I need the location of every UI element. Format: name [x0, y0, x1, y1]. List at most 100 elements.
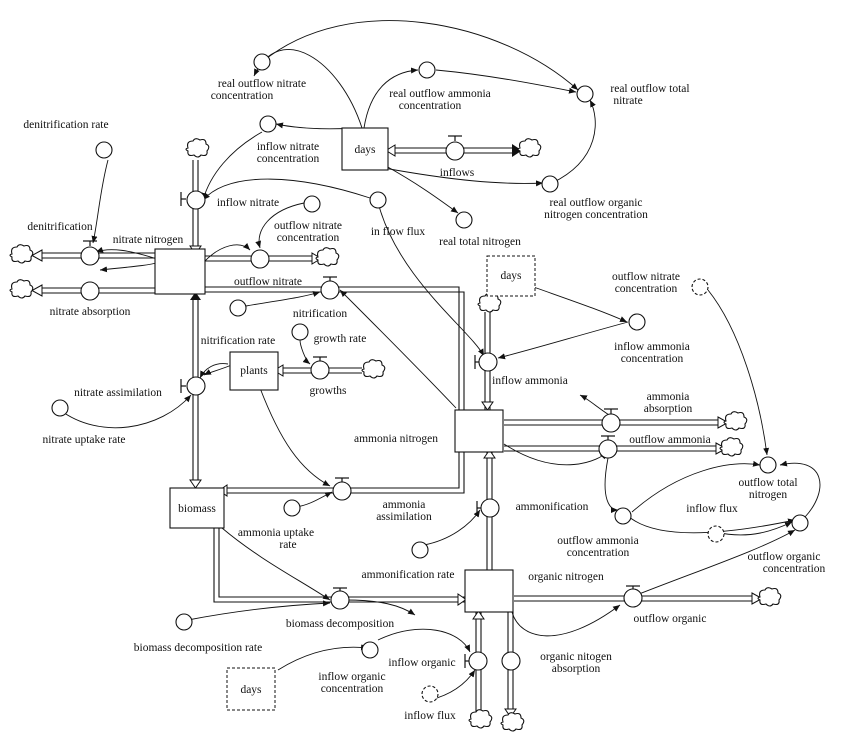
valve-ammonia-assimilation[interactable] [332, 477, 352, 501]
label-in-flow-flux: in flow flux [371, 226, 426, 238]
valve-nitrate-assimilation[interactable] [180, 376, 206, 396]
aux-nitrification-rate[interactable] [229, 299, 247, 317]
label-growth-rate: growth rate [314, 333, 367, 345]
label-ammonification: ammonification [516, 501, 589, 513]
label-nitrification: nitrification [293, 308, 348, 320]
aux-outflow-ammonia-concentration[interactable] [614, 507, 632, 525]
label-nitrate-absorption: nitrate absorption [50, 306, 131, 318]
aux-inflow-flux-ghost-2[interactable] [421, 685, 439, 703]
stock-nitrate-nitrogen[interactable] [154, 248, 206, 295]
information-connectors [59, 20, 821, 701]
cloud-icon [500, 712, 525, 732]
cloud-icon [723, 411, 748, 431]
aux-outflow-organic-concentration[interactable] [791, 514, 809, 532]
valve-inflow-nitrate[interactable] [180, 190, 206, 210]
cloud-icon [9, 279, 34, 299]
label-inflow-ammonia: inflow ammonia [492, 375, 568, 387]
pipe-nitrification [204, 286, 465, 410]
valve-growths[interactable] [310, 356, 330, 380]
valve-outflow-organic[interactable] [623, 585, 643, 608]
cloud-icon [517, 138, 542, 158]
aux-real-outflow-nitrate-concentration[interactable] [253, 53, 271, 71]
aux-denitrification-rate[interactable] [95, 141, 113, 159]
label-nitrate-uptake-rate: nitrate uptake rate [42, 434, 125, 446]
label-outflow-ammonia: outflow ammonia [629, 434, 710, 446]
pipe-biomass-decomposition [213, 528, 465, 603]
aux-real-outflow-total-nitrate[interactable] [576, 85, 594, 103]
aux-inflow-flux-ghost[interactable] [707, 525, 725, 543]
stock-days[interactable]: days [341, 127, 389, 171]
valve-inflows[interactable] [445, 135, 465, 161]
aux-growth-rate[interactable] [291, 323, 309, 341]
stocks: days plants biomass days days [154, 127, 536, 711]
valve-nitrate-absorption[interactable] [80, 281, 100, 301]
aux-ammonification-rate[interactable] [411, 541, 429, 559]
shadow-days-label: days [500, 270, 522, 282]
aux-inflow-nitrate-concentration[interactable] [259, 115, 277, 133]
aux-real-total-nitrogen[interactable] [455, 211, 473, 229]
aux-inflow-ammonia-concentration[interactable] [628, 313, 646, 331]
label-ammonia-nitrogen: ammonia nitrogen [354, 433, 438, 445]
stock-biomass[interactable]: biomass [169, 487, 225, 529]
aux-inflow-organic-concentration[interactable] [361, 641, 379, 659]
valve-inflow-ammonia[interactable] [474, 352, 498, 372]
valve-ammonia-absorption[interactable] [601, 408, 621, 433]
aux-outflow-nitrate-concentration-ghost[interactable] [691, 278, 709, 296]
aux-nitrate-uptake-rate[interactable] [51, 399, 69, 417]
valve-denitrification[interactable] [80, 240, 100, 266]
shadow-days-3[interactable]: days [226, 667, 276, 711]
stock-plants-label: plants [240, 365, 268, 377]
cloud-icon [719, 437, 744, 457]
pipe-ammonia-assimilation [224, 450, 465, 494]
cloud-icon [477, 293, 502, 313]
label-growths: growths [309, 385, 347, 397]
cloud-icon [361, 359, 386, 379]
stock-plants[interactable]: plants [229, 351, 279, 391]
shadow-days-2[interactable]: days [486, 255, 536, 297]
cloud-icon [185, 138, 210, 158]
valve-biomass-decomposition[interactable] [330, 587, 350, 610]
label-nitrate-assimilation: nitrate assimilation [74, 387, 162, 399]
valve-organic-nitogen-absorption[interactable] [501, 651, 521, 671]
aux-ammonia-uptake-rate[interactable] [283, 499, 301, 517]
label-outflow-organic: outflow organic [634, 613, 707, 625]
aux-outflow-total-nitrogen[interactable] [759, 456, 777, 474]
label-outflow-nitrate: outflow nitrate [234, 276, 302, 288]
cloud-icon [468, 709, 493, 729]
label-inflow-flux: inflow flux [686, 503, 738, 515]
aux-real-outflow-organic-nitrogen-concentration[interactable] [541, 175, 559, 193]
label-inflow-nitrate: inflow nitrate [217, 197, 279, 209]
valve-nitrification[interactable] [320, 276, 340, 300]
label-nitrate-nitrogen: nitrate nitrogen [113, 234, 184, 246]
valve-ammonification[interactable] [476, 498, 500, 518]
shadow-days-label: days [240, 684, 262, 696]
aux-real-outflow-ammonia-concentration[interactable] [418, 61, 436, 79]
label-inflow-organic: inflow organic [388, 657, 455, 669]
cloud-icon [9, 244, 34, 264]
valve-outflow-ammonia[interactable] [598, 435, 618, 459]
valve-inflow-organic[interactable] [464, 651, 488, 671]
stock-ammonia-nitrogen[interactable] [454, 409, 504, 453]
aux-in-flow-flux[interactable] [369, 191, 387, 209]
valve-outflow-nitrate[interactable] [250, 249, 270, 269]
flow-valves [80, 135, 643, 671]
auxiliary-variables [51, 53, 809, 703]
aux-outflow-nitrate-concentration[interactable] [303, 195, 321, 213]
aux-biomass-decomposition-rate[interactable] [175, 613, 193, 631]
label-biomass-decomposition: biomass decomposition [286, 618, 395, 630]
label-inflow-flux-2: inflow flux [404, 710, 456, 722]
stock-organic-nitrogen[interactable] [464, 569, 514, 613]
